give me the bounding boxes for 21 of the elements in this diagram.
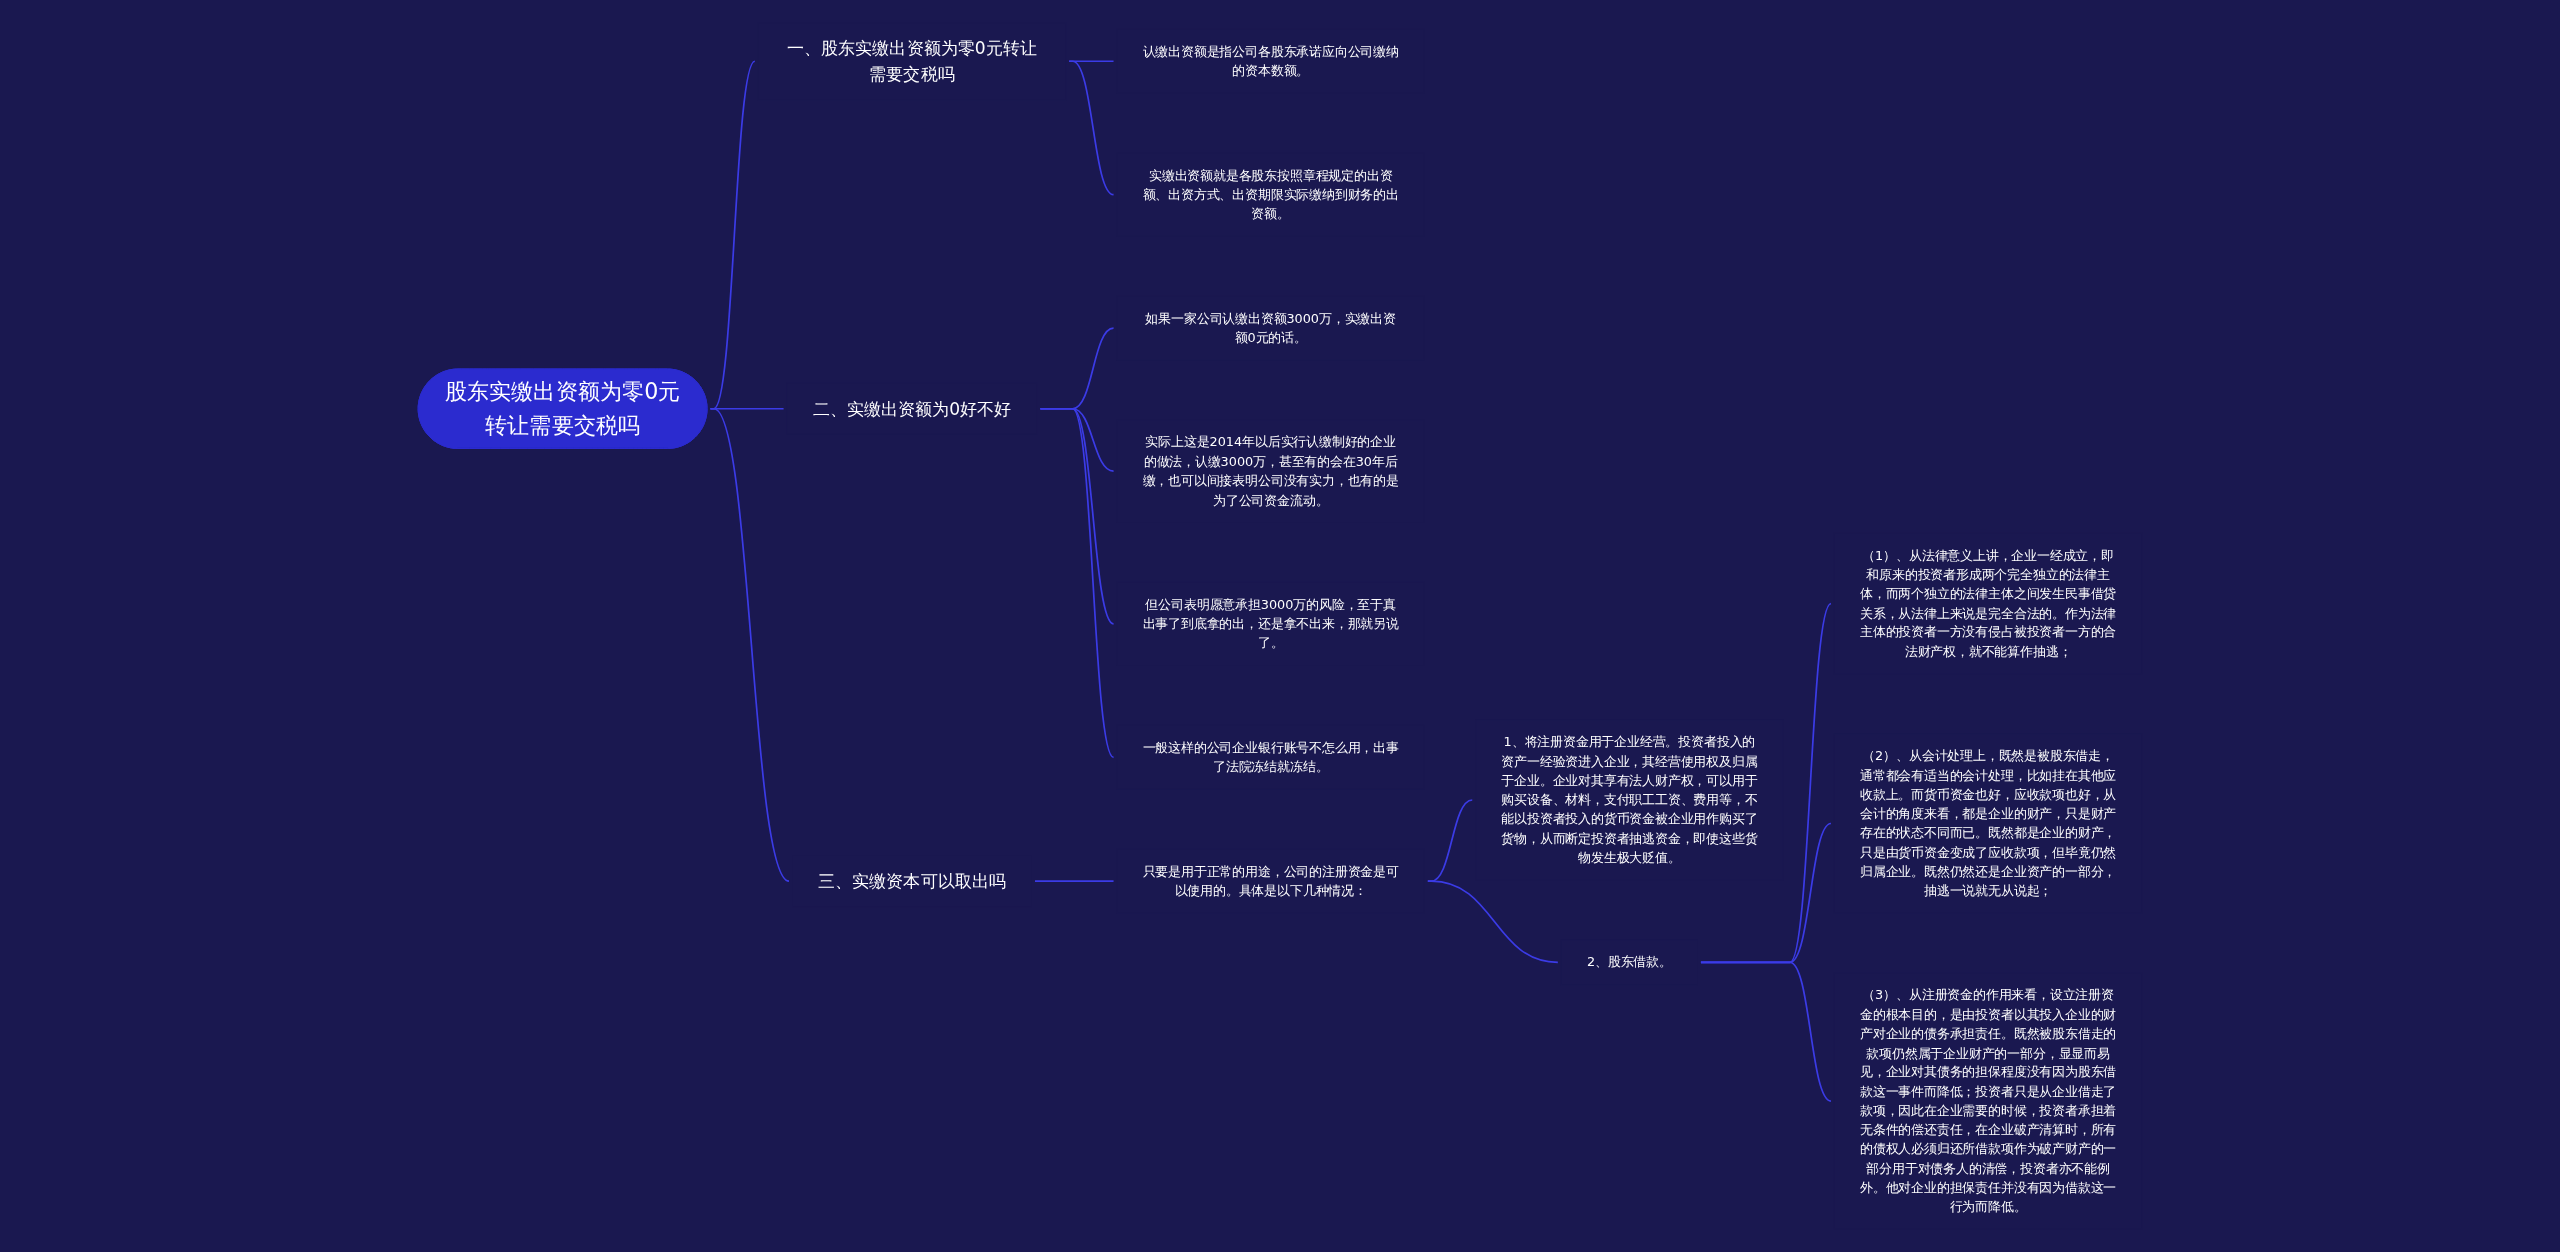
node-text: 一、股东实缴出资额为零0元转让需要交税吗 <box>786 38 1037 85</box>
connector <box>1427 880 1559 964</box>
node-text: 如果一家公司认缴出资额3000万，实缴出资额0元的话。 <box>1145 310 1396 346</box>
connector <box>1034 880 1115 882</box>
node-text: 三、实缴资本可以取出吗 <box>818 870 1006 892</box>
connector <box>1700 961 1832 1102</box>
node-text: 认缴出资额是指公司各股东承诺应向公司缴纳的资本数额。 <box>1142 43 1399 79</box>
node-text: 1、将注册资金用于企业经营。投资者投入的资产一经验资进入企业，其经营使用权及归属于企业。企业对其享有法人财产权，可以用于购买设备、材料，支付职工工资、费用等，不能以投资者投入的货币资金被企业用作购买了货物，从而断定投资者抽逃资金，即使这些货物发生极大贬值。 <box>1501 734 1758 866</box>
connector <box>1068 60 1115 196</box>
node-text: 2、股东借款。 <box>1586 954 1672 970</box>
node-text: 只要是用于正常的用途，公司的注册资金是可以使用的。具体是以下几种情况： <box>1142 863 1399 899</box>
node-text: 二、实缴出资额为0好不好 <box>812 398 1012 419</box>
connector <box>709 407 790 882</box>
node-text: 实际上这是2014年以后实行认缴制好的企业的做法，认缴3000万，甚至有的会在30年后缴，也可以间接表明公司没有实力，也有的是为了公司资金流动。 <box>1142 434 1399 508</box>
node-text: （1）、从法律意义上讲，企业一经成立，即和原来的投资者形成两个完全独立的法律主体，而两个独立的法律主体之间发生民事借贷关系，从法律上来说是完全合法的。作为法律主体的投资者一方没有侵占被投资者一方的合法财产权，就不能算作抽逃； <box>1859 547 2117 660</box>
node-text: 实缴出资额就是各股东按照章程规定的出资额、出资方式、出资期限实际缴纳到财务的出资额。 <box>1142 167 1399 222</box>
node-text: 但公司表明愿意承担3000万的风险，至于真出事了到底拿的出，还是拿不出来，那就另说了。 <box>1142 596 1399 651</box>
connector <box>1039 407 1115 759</box>
node-text: （2）、从会计处理上，既然是被股东借走，通常都会有适当的会计处理，比如挂在其他应收款上。而货币资金也好，应收款项也好，从会计的角度来看，都是企业的财产，只是财产存在的状态不同而已。既然都是企业的财产，只是由货币资金变成了应收款项，但毕竟仍然归属企业。既然仍然还是企业资产的一部分，抽逃一说就无从说起； <box>1859 748 2117 899</box>
node-text: 一般这样的公司企业银行账号不怎么用，出事了法院冻结就冻结。 <box>1142 739 1399 775</box>
node-text: （3）、从注册资金的作用来看，设立注册资金的根本目的，是由投资者以其投入企业的财产对企业的债务承担责任。既然被股东借走的款项仍然属于企业财产的一部分，显显而易见，企业对其债务的担保程度没有因为股东借款这一事件而降低；投资者只是从企业借走了款项，因此在企业需要的时候，投资者承担着无条件的偿还责任，在企业破产清算时，所有的债权人必须归还所借款项作为破产财产的一部分用于对债务人的清偿，投资者亦不能例外。他对企业的担保责任并没有因为借款这一行为而降低。 <box>1859 987 2117 1215</box>
